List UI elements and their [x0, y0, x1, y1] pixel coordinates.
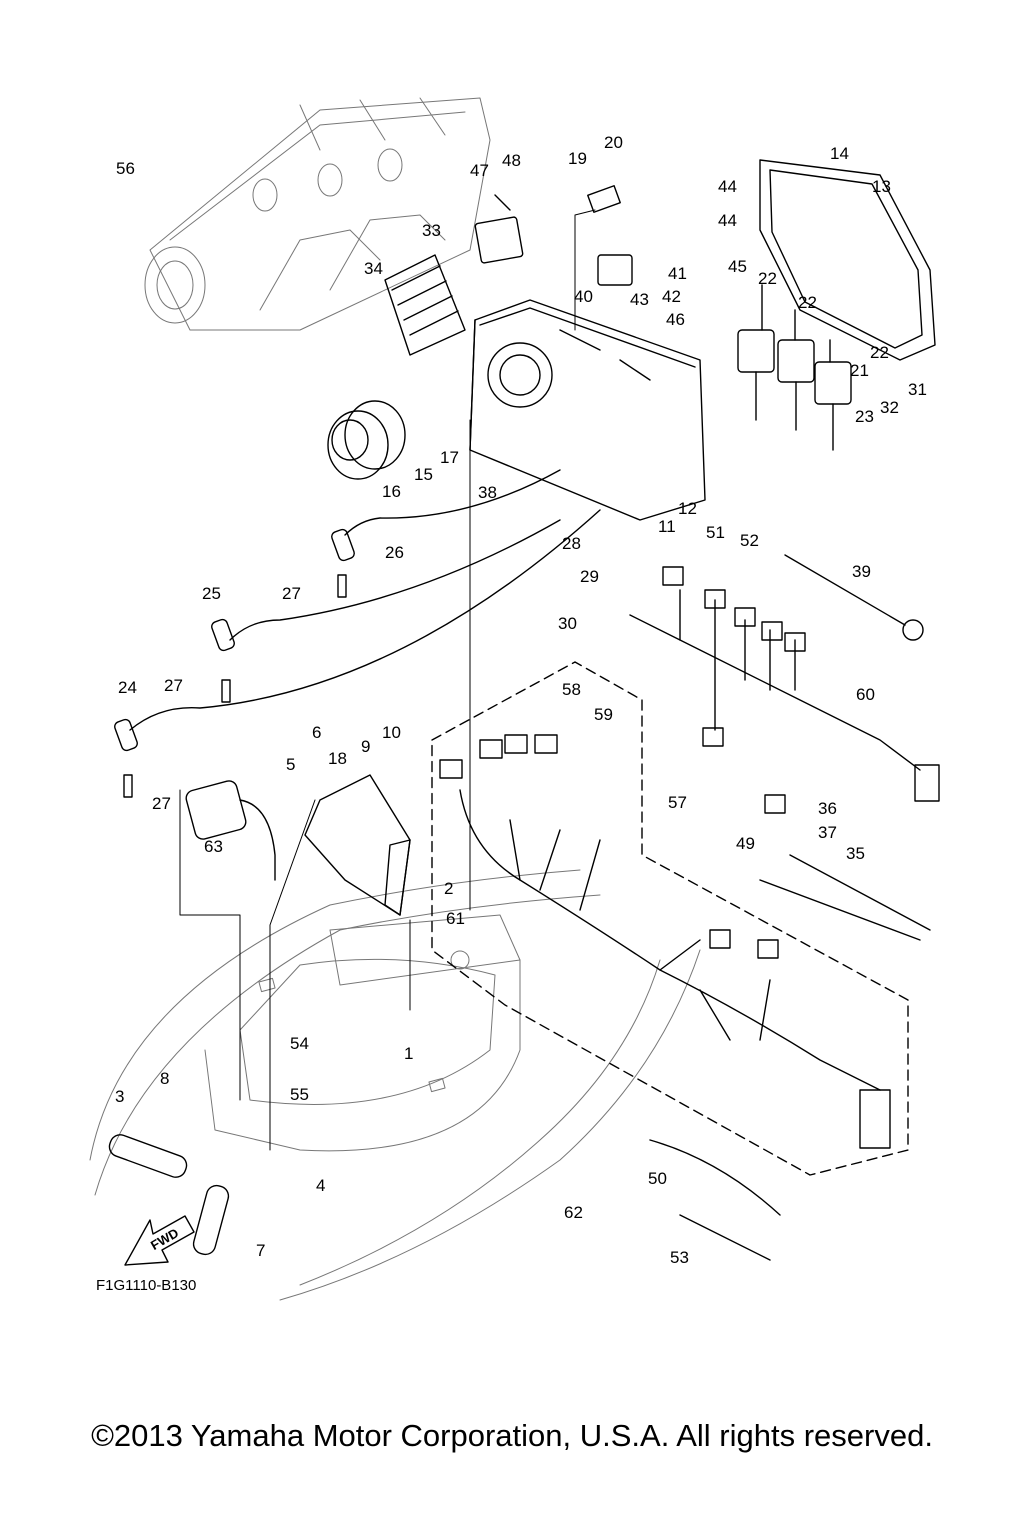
rectifier-regulator — [384, 254, 466, 356]
sensor-lead-50 — [649, 1139, 781, 1216]
callout-20: 20 — [604, 133, 623, 152]
callout-18: 18 — [328, 749, 347, 768]
callout-22-b: 22 — [798, 293, 817, 312]
callout-52: 52 — [740, 531, 759, 550]
callout-40: 40 — [574, 287, 593, 306]
choke-cable — [784, 554, 906, 626]
callout-46: 46 — [666, 310, 685, 329]
sensor-lead-53 — [679, 1214, 771, 1261]
harness-assembly-boundary — [431, 661, 909, 1176]
callout-36: 36 — [818, 799, 837, 818]
callout-45: 45 — [728, 257, 747, 276]
callout-6: 6 — [312, 723, 322, 742]
callout-33: 33 — [422, 221, 441, 240]
ignition-coils — [737, 284, 852, 451]
callout-55: 55 — [290, 1085, 309, 1104]
callout-47: 47 — [470, 161, 489, 180]
callout-25: 25 — [202, 584, 221, 603]
callout-63: 63 — [204, 837, 223, 856]
callout-44-a: 44 — [718, 177, 737, 196]
mounting-plate-3 — [108, 1134, 188, 1178]
callout-53: 53 — [670, 1248, 689, 1267]
callout-19: 19 — [568, 149, 587, 168]
callout-62: 62 — [564, 1203, 583, 1222]
callout-48: 48 — [502, 151, 521, 170]
callout-27-c: 27 — [152, 794, 171, 813]
callout-26: 26 — [385, 543, 404, 562]
mounting-plate-7 — [192, 1184, 230, 1256]
callout-22-c: 22 — [870, 343, 889, 362]
drawing-code: F1G1110-B130 — [96, 1277, 197, 1294]
callout-22-a: 22 — [758, 269, 777, 288]
callout-57: 57 — [668, 793, 687, 812]
callout-13: 13 — [872, 177, 891, 196]
callout-9: 9 — [361, 737, 371, 756]
callout-2: 2 — [444, 879, 454, 898]
callout-50: 50 — [648, 1169, 667, 1188]
callout-58: 58 — [562, 680, 581, 699]
callout-16: 16 — [382, 482, 401, 501]
grommet-cap — [327, 400, 406, 480]
callout-3: 3 — [115, 1087, 125, 1106]
spark-plug-leads — [114, 469, 601, 798]
callout-4: 4 — [316, 1176, 326, 1195]
starter-relay-63 — [185, 780, 276, 881]
battery-lead — [759, 854, 931, 941]
callout-15: 15 — [414, 465, 433, 484]
callout-61: 61 — [446, 909, 465, 928]
callout-35: 35 — [846, 844, 865, 863]
fuse-holder-40 — [597, 254, 633, 286]
ecu-holder — [587, 185, 621, 213]
callout-31: 31 — [908, 380, 927, 399]
callout-30: 30 — [558, 614, 577, 633]
callout-23: 23 — [855, 407, 874, 426]
callout-12: 12 — [678, 499, 697, 518]
wire-harness-main — [439, 734, 891, 1149]
callout-34: 34 — [364, 259, 383, 278]
callout-7: 7 — [256, 1241, 266, 1260]
forward-arrow — [124, 1215, 195, 1266]
diagram-line-art — [89, 97, 940, 1301]
engine-cylinder-head — [144, 97, 491, 331]
callout-14: 14 — [830, 144, 849, 163]
callout-39: 39 — [852, 562, 871, 581]
ecu-unit — [304, 774, 411, 916]
hull-outline — [89, 869, 701, 1301]
callout-8: 8 — [160, 1069, 170, 1088]
callout-59: 59 — [594, 705, 613, 724]
callout-28: 28 — [562, 534, 581, 553]
callout-32: 32 — [880, 398, 899, 417]
callout-10: 10 — [382, 723, 401, 742]
callout-54: 54 — [290, 1034, 309, 1053]
electrical-box-housing — [469, 299, 706, 521]
copyright-notice: ©2013 Yamaha Motor Corporation, U.S.A. A… — [91, 1418, 933, 1453]
starter-relay — [474, 194, 524, 264]
callout-49: 49 — [736, 834, 755, 853]
leader-lines — [179, 209, 596, 1151]
callout-5: 5 — [286, 755, 296, 774]
callout-17: 17 — [440, 448, 459, 467]
callout-27-a: 27 — [282, 584, 301, 603]
choke-knob — [902, 619, 924, 641]
sub-wire-harness — [629, 566, 940, 814]
callout-37: 37 — [818, 823, 837, 842]
callout-44-b: 44 — [718, 211, 737, 230]
callout-11: 11 — [658, 517, 676, 536]
exploded-parts-diagram: 1 2 3 4 5 6 7 8 9 10 11 12 13 14 15 16 1… — [89, 97, 940, 1301]
callout-51: 51 — [706, 523, 725, 542]
callout-42: 42 — [662, 287, 681, 306]
callout-43: 43 — [630, 290, 649, 309]
callout-56: 56 — [116, 159, 135, 178]
callout-38: 38 — [478, 483, 497, 502]
electrical-box-cover — [759, 159, 936, 361]
callout-21: 21 — [850, 361, 869, 380]
callout-41: 41 — [668, 264, 687, 283]
callout-29: 29 — [580, 567, 599, 586]
callout-24: 24 — [118, 678, 137, 697]
callout-27-b: 27 — [164, 676, 183, 695]
callout-1: 1 — [404, 1044, 414, 1063]
callout-60: 60 — [856, 685, 875, 704]
